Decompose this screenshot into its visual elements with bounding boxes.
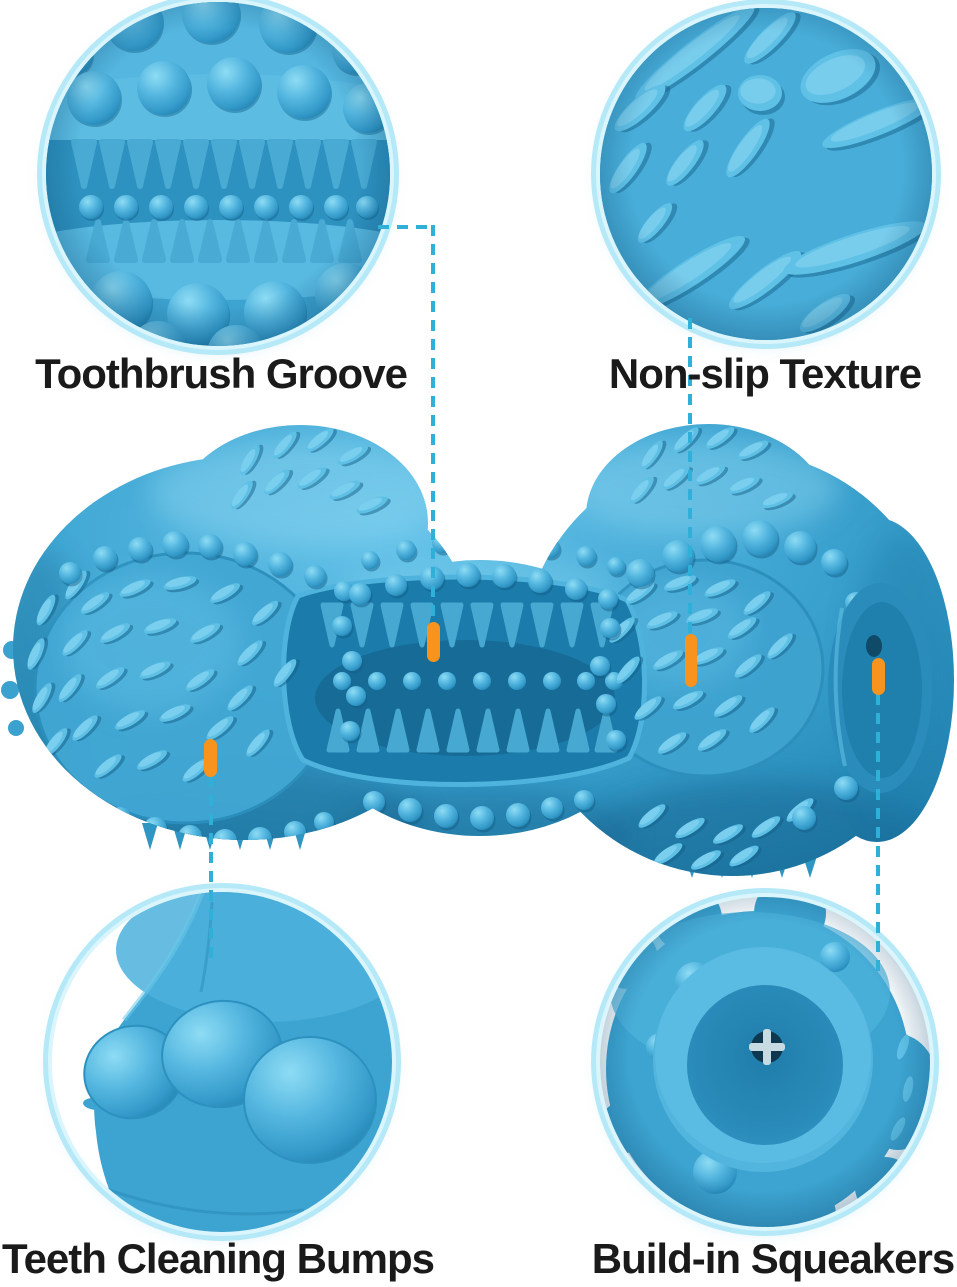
inset-teeth-cleaning-bumps	[52, 892, 392, 1232]
squeaker-end-illustration	[600, 897, 930, 1227]
label-non-slip-texture: Non-slip Texture	[608, 350, 922, 397]
connector-line-toothbrush-vertical	[431, 225, 435, 623]
label-teeth-cleaning-bumps: Teeth Cleaning Bumps	[2, 1235, 435, 1282]
inset-toothbrush-groove	[46, 2, 390, 346]
toothbrush-groove-texture-illustration	[46, 2, 390, 346]
label-build-in-squeakers: Build-in Squeakers	[591, 1235, 955, 1282]
callout-marker-toothbrush-groove	[427, 622, 440, 662]
callout-marker-non-slip	[685, 634, 697, 687]
inset-non-slip-texture	[600, 8, 932, 340]
bone-chew-toy-illustration	[1, 424, 954, 878]
toothbrush-groove-window	[281, 574, 647, 788]
label-toothbrush-groove: Toothbrush Groove	[35, 350, 408, 397]
callout-marker-teeth-bumps	[204, 739, 217, 777]
connector-line-squeakers	[876, 694, 880, 976]
connector-line-toothbrush-horizontal	[378, 225, 434, 229]
callout-marker-squeakers	[872, 658, 885, 695]
connector-line-non-slip	[688, 318, 692, 635]
inset-build-in-squeakers	[600, 897, 930, 1227]
non-slip-texture-illustration	[600, 8, 932, 340]
teeth-cleaning-bumps-illustration	[52, 892, 392, 1232]
connector-line-teeth-bumps	[209, 776, 213, 966]
